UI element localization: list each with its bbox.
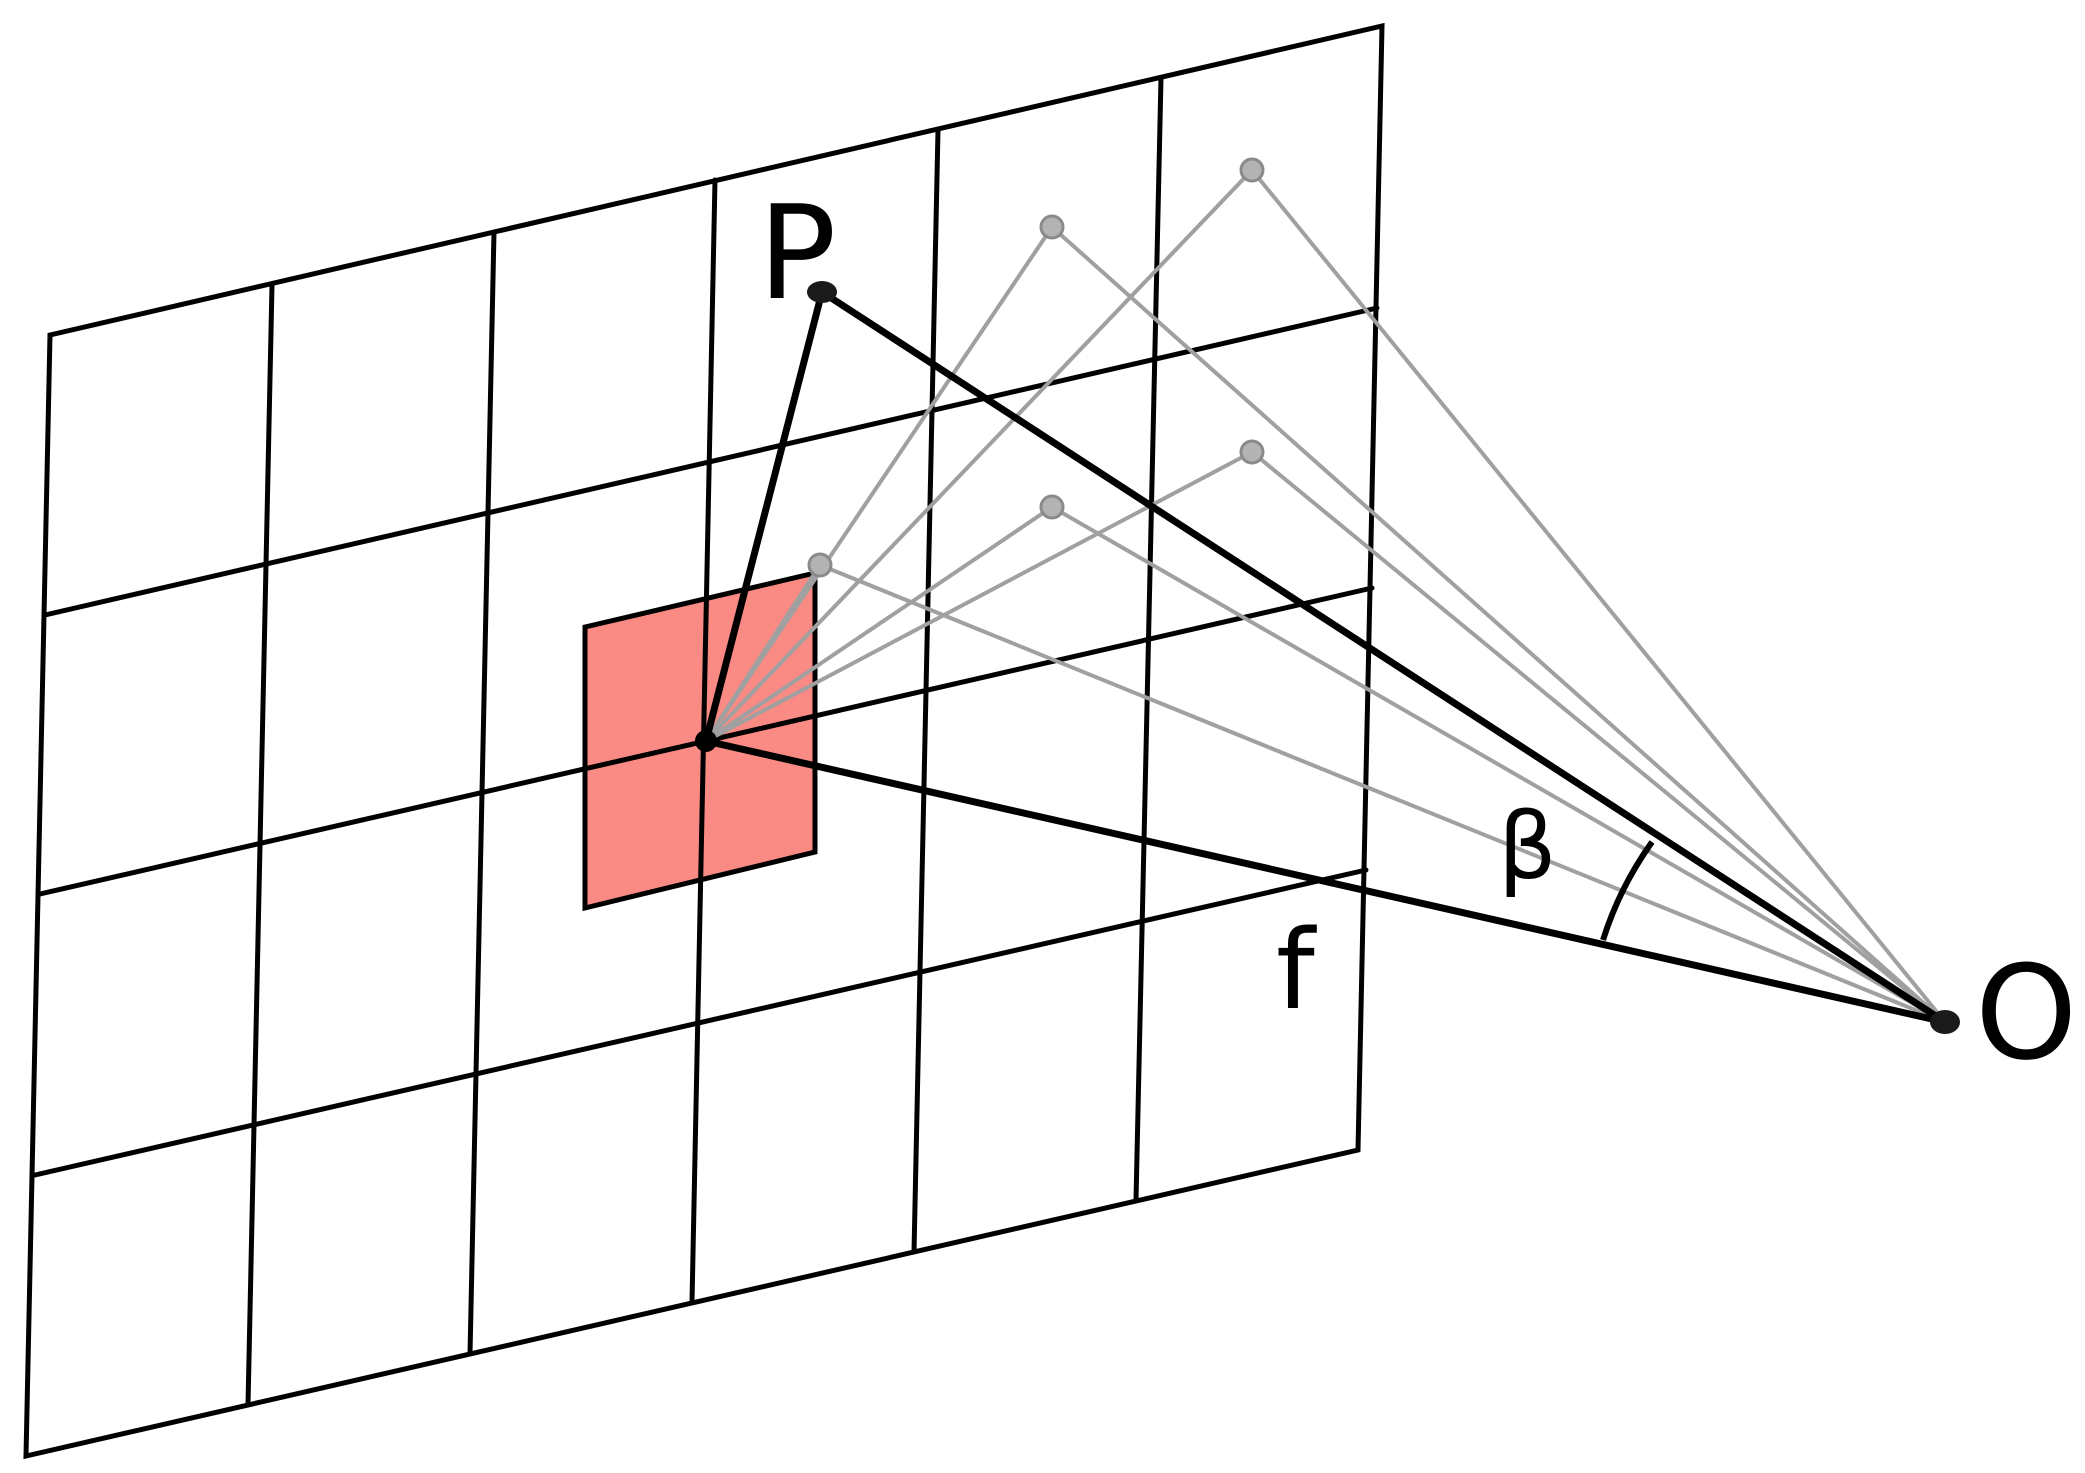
secondary-ray-to-pixel [704,505,1054,743]
secondary-point [1039,494,1065,520]
secondary-ray-to-camera [1250,450,1947,1024]
image-center-point [695,730,717,752]
secondary-ray-to-pixel [704,168,1254,743]
secondary-point [1239,157,1265,183]
secondary-rays [704,168,1947,1024]
secondary-points [807,157,1265,578]
secondary-ray-to-camera [1051,505,1946,1024]
secondary-ray-to-pixel [705,450,1253,743]
label-angle-beta: β [1498,793,1557,900]
camera-center-o-marker [1930,1010,1960,1034]
label-p: P [758,177,836,329]
secondary-ray-to-pixel [704,225,1054,743]
angle-beta-arc [1600,840,1655,941]
point-p-marker [807,281,837,303]
ray-center-to-p [702,288,826,745]
main-rays [702,288,1949,1026]
grid-vertical-line [467,229,497,1357]
secondary-point [807,552,833,578]
secondary-point [1039,214,1065,240]
ray-center-to-o [702,737,1949,1026]
grid-vertical-line [245,282,275,1408]
grid-vertical-line [911,127,941,1255]
secondary-ray-to-camera [1050,225,1947,1024]
secondary-ray-to-camera [1250,168,1947,1024]
secondary-point [1239,439,1265,465]
grid-vertical-line [1133,75,1164,1203]
secondary-ray-to-camera [819,563,1946,1024]
ray-p-to-o [818,288,1949,1026]
label-focal-length-f: f [1276,906,1317,1034]
label-o: O [1975,937,2077,1089]
